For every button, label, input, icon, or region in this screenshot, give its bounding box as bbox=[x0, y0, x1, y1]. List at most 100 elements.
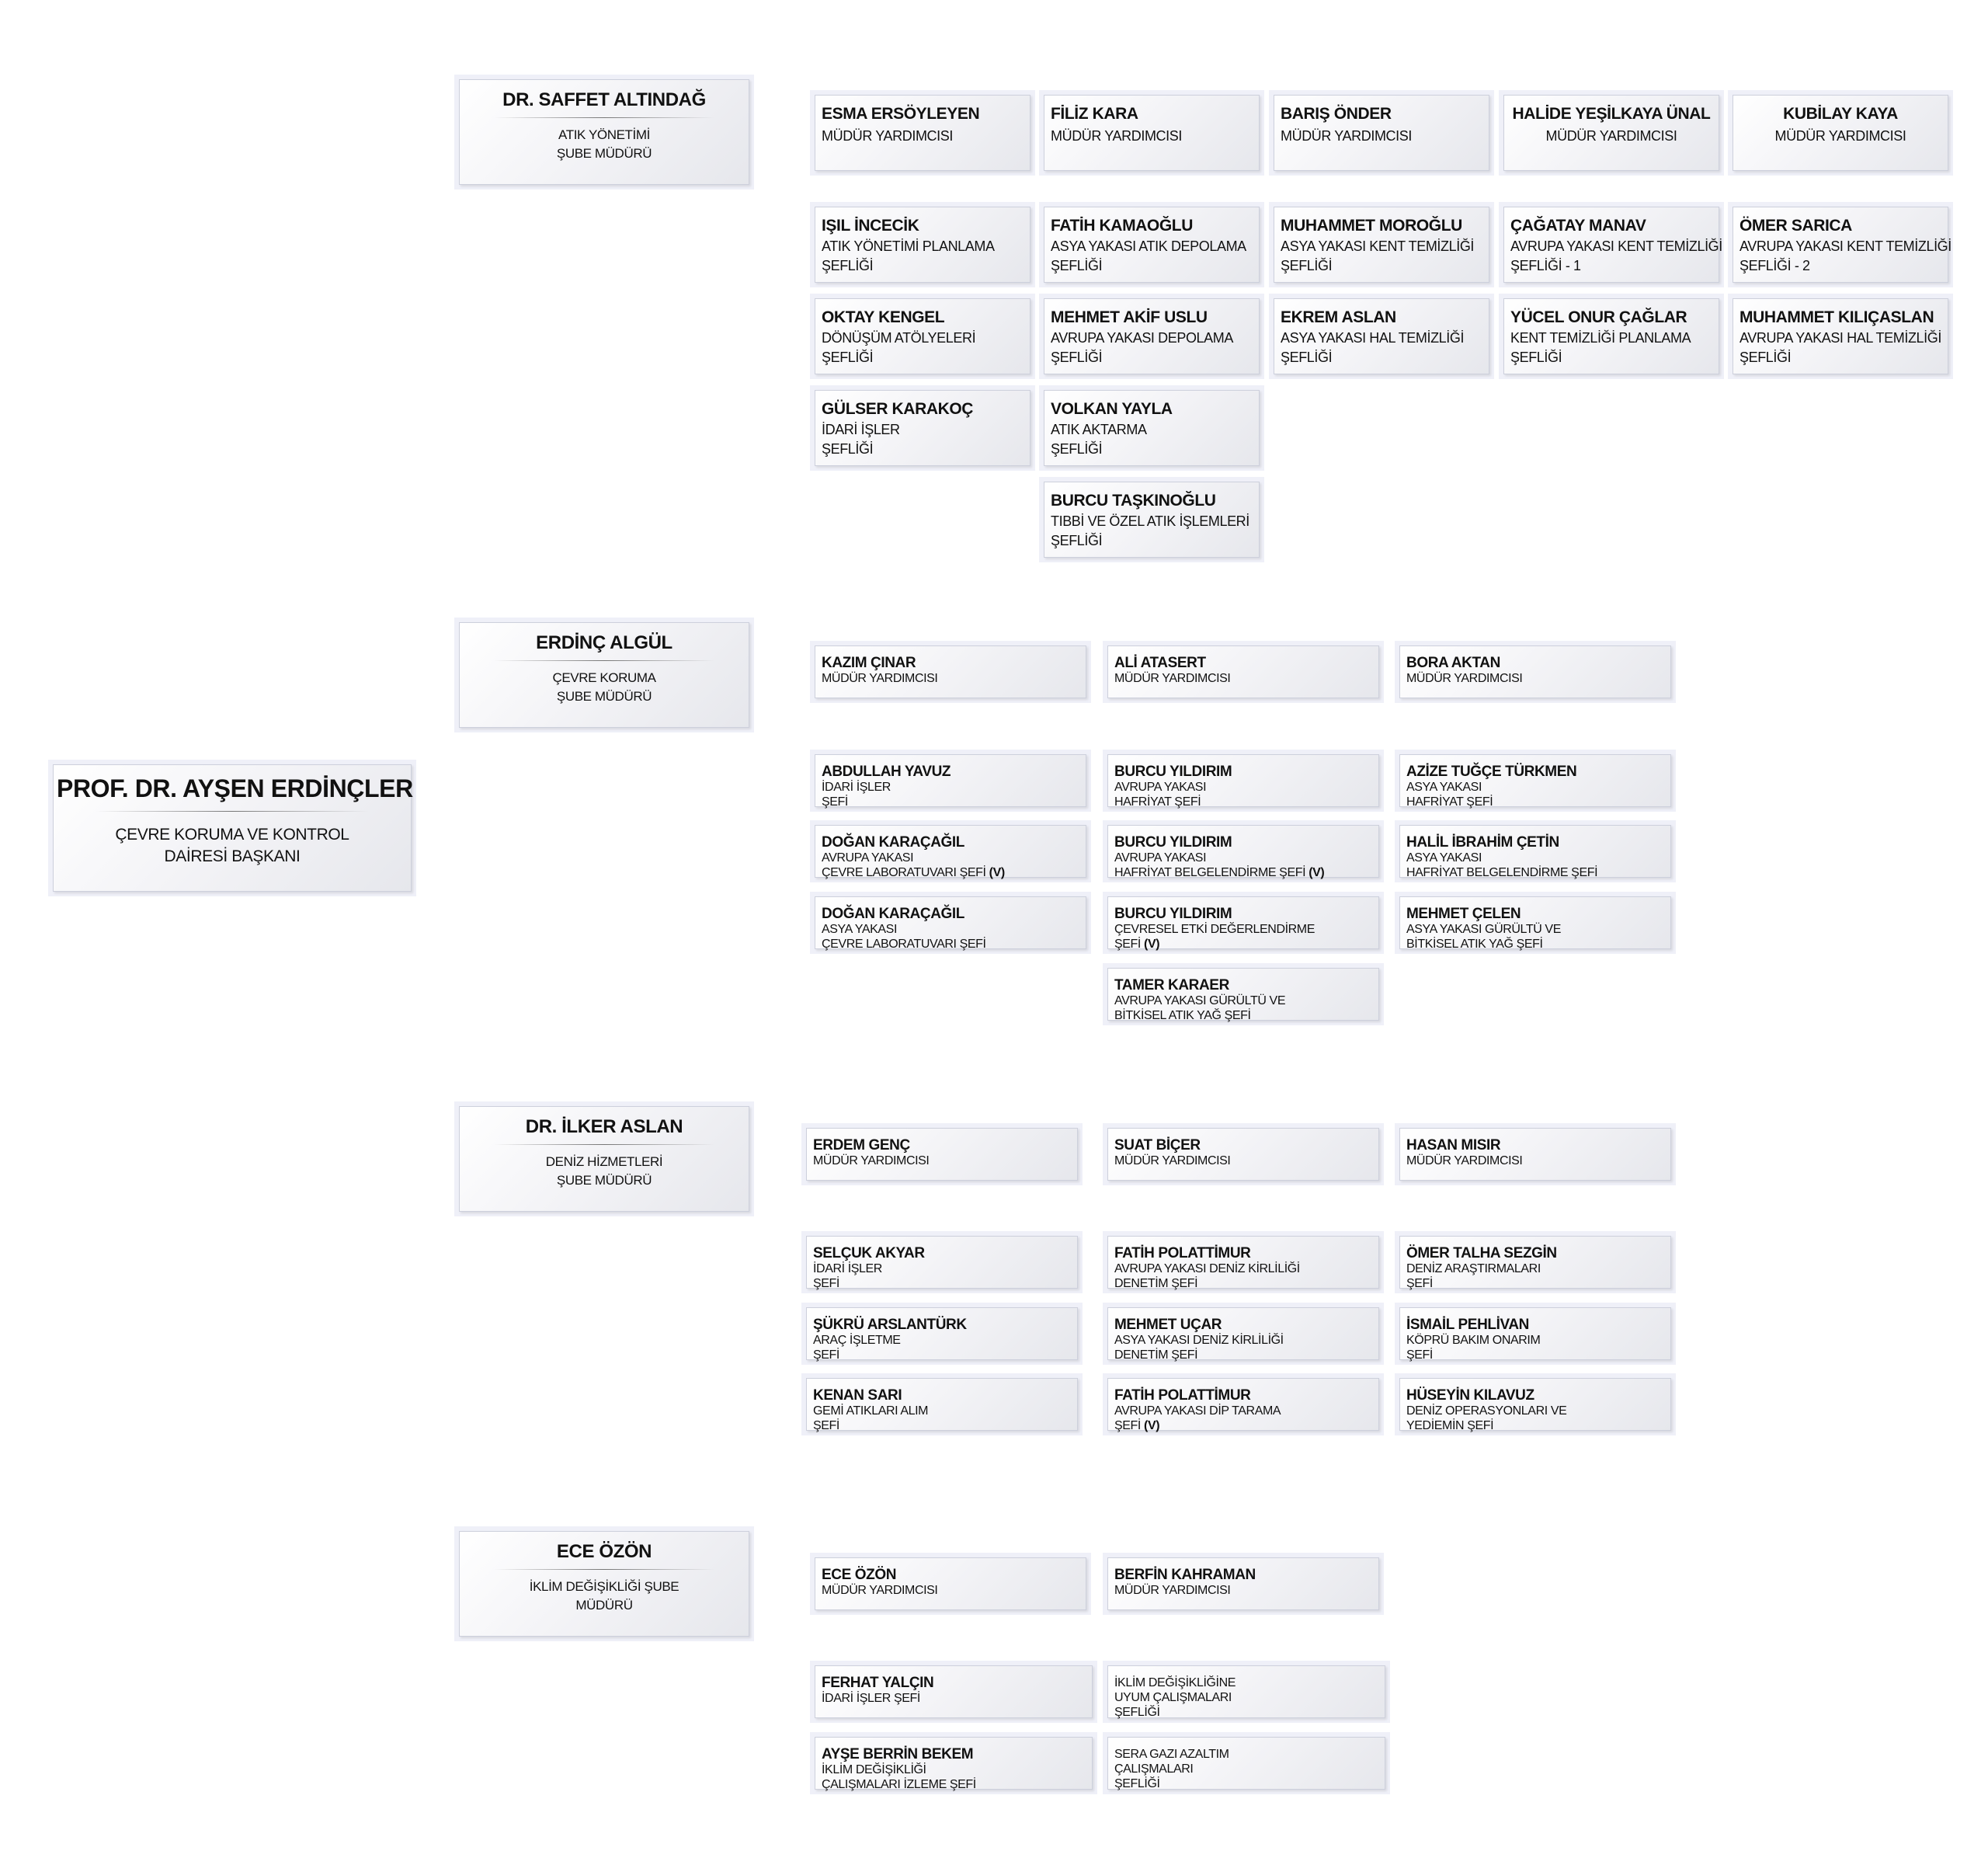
person-name: MEHMET AKİF USLU bbox=[1051, 308, 1208, 326]
person-name: DOĞAN KARAÇAĞIL bbox=[822, 834, 964, 851]
position-title: ŞEFLİĞİ bbox=[1051, 256, 1256, 276]
position-title: ŞEFLİĞİ bbox=[822, 256, 1027, 276]
person-name: ÖMER TALHA SEZGİN bbox=[1406, 1245, 1557, 1261]
person-name: HALİDE YEŞİLKAYA ÜNAL bbox=[1512, 105, 1711, 123]
person-name: ŞÜKRÜ ARSLANTÜRK bbox=[813, 1317, 967, 1333]
position-title: DENİZ OPERASYONLARI VE bbox=[1406, 1404, 1667, 1418]
position-title: ŞEFLİĞİ - 2 bbox=[1740, 256, 1945, 276]
position-text: İKLİM DEĞİŞİKLİĞİNE bbox=[1114, 1676, 1236, 1689]
position-title: İDARİ İŞLER ŞEFİ bbox=[822, 1691, 1089, 1706]
position-title: MÜDÜR YARDIMCISI bbox=[1406, 671, 1667, 686]
position-text: İDARİ İŞLER bbox=[822, 781, 891, 794]
person-name: BORA AKTAN bbox=[1406, 655, 1500, 671]
position-title: ŞEFLİĞİ bbox=[1051, 531, 1256, 551]
position-text: HAFRİYAT BELGELENDİRME ŞEFİ bbox=[1114, 866, 1306, 879]
person-name: FERHAT YALÇIN bbox=[822, 1675, 934, 1691]
position-text: DÖNÜŞÜM ATÖLYELERİ bbox=[822, 330, 976, 346]
person-name: BURCU YILDIRIM bbox=[1114, 834, 1232, 851]
position-title: ŞUBE MÜDÜRÜ bbox=[463, 144, 746, 163]
position-title: MÜDÜR YARDIMCISI bbox=[813, 1153, 1074, 1168]
position-title: ŞEFİ (V) bbox=[1114, 1418, 1375, 1433]
position-title: AVRUPA YAKASI KENT TEMİZLİĞİ bbox=[1510, 237, 1722, 256]
position-title: DENİZ ARAŞTIRMALARI bbox=[1406, 1261, 1667, 1276]
position-text: AVRUPA YAKASI bbox=[1114, 851, 1207, 865]
person-name: BURCU YILDIRIM bbox=[1114, 764, 1232, 780]
position-title: DENETİM ŞEFİ bbox=[1114, 1348, 1375, 1362]
person-name: BURCU YILDIRIM bbox=[1114, 906, 1232, 922]
position-title: ŞEFLİĞİ - 1 bbox=[1510, 256, 1715, 276]
person-name: ABDULLAH YAVUZ bbox=[822, 764, 951, 780]
person-name: OKTAY KENGEL bbox=[822, 308, 945, 326]
person-name: MEHMET ÇELEN bbox=[1406, 906, 1521, 922]
person-name: ÇAĞATAY MANAV bbox=[1510, 217, 1646, 235]
acting-marker: (V) bbox=[1140, 1419, 1160, 1432]
unit-card-content: OKTAY KENGEL DÖNÜŞÜM ATÖLYELERİ ŞEFLİĞİ bbox=[822, 308, 1027, 367]
position-text: BİTKİSEL ATIK YAĞ ŞEFİ bbox=[1114, 1009, 1251, 1022]
position-text: ŞEFLİĞİ bbox=[822, 350, 874, 365]
position-text: AVRUPA YAKASI HAL TEMİZLİĞİ bbox=[1740, 330, 1941, 346]
position-text: MÜDÜR YARDIMCISI bbox=[1114, 1584, 1231, 1597]
person-name: KENAN SARI bbox=[813, 1387, 902, 1404]
position-text: DENİZ OPERASYONLARI VE bbox=[1406, 1404, 1567, 1418]
position-text: ATIK YÖNETİMİ bbox=[558, 127, 650, 142]
position-title: ŞEFİ bbox=[822, 795, 1083, 809]
person-name: IŞIL İNCECİK bbox=[822, 217, 919, 235]
person-name: FATİH KAMAOĞLU bbox=[1051, 217, 1193, 235]
branch-manager-card: DR. SAFFET ALTINDAĞ ATIK YÖNETİMİ ŞUBE MÜD… bbox=[454, 75, 754, 190]
position-title: TIBBİ VE ÖZEL ATIK İŞLEMLERİ bbox=[1051, 512, 1256, 531]
position-title: BİTKİSEL ATIK YAĞ ŞEFİ bbox=[1406, 937, 1667, 952]
position-title: ŞEFLİĞİ bbox=[822, 348, 1027, 367]
position-title: ŞEFİ bbox=[813, 1276, 1074, 1291]
position-text: MÜDÜRÜ bbox=[575, 1598, 633, 1613]
position-text: AVRUPA YAKASI DİP TARAMA bbox=[1114, 1404, 1281, 1418]
acting-marker: (V) bbox=[1305, 866, 1325, 879]
position-title: YEDİEMİN ŞEFİ bbox=[1406, 1418, 1667, 1433]
position-title: SERA GAZI AZALTIM bbox=[1114, 1747, 1382, 1762]
position-text: ŞEFİ bbox=[822, 795, 848, 809]
position-text: ÇEVRE KORUMA VE KONTROL bbox=[115, 826, 349, 844]
position-title: KENT TEMİZLİĞİ PLANLAMA bbox=[1510, 329, 1715, 348]
unit-card-panel: ÇAĞATAY MANAV AVRUPA YAKASI KENT TEMİZLİĞ… bbox=[1503, 207, 1722, 283]
person-name: DR. SAFFET ALTINDAĞ bbox=[502, 89, 706, 110]
divider-line bbox=[494, 1569, 714, 1570]
position-text: SERA GAZI AZALTIM bbox=[1114, 1748, 1229, 1761]
position-title: İDARİ İŞLER bbox=[822, 420, 1027, 440]
person-name: KUBİLAY KAYA bbox=[1783, 105, 1898, 123]
position-text: ŞUBE MÜDÜRÜ bbox=[556, 689, 652, 704]
acting-marker: (V) bbox=[985, 866, 1006, 879]
position-title: ŞEFLİĞİ bbox=[1114, 1776, 1382, 1791]
